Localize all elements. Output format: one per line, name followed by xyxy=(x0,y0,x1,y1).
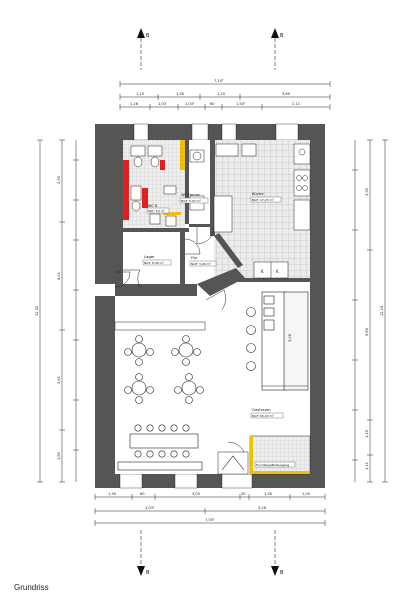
dimension-text: 12,15 xyxy=(380,306,384,316)
dimension-top: 7,10⁵ 1,10 1,30 1,20 3,60 1,26 1,03 1,03… xyxy=(119,79,331,110)
dimension-text: 12,32 xyxy=(35,306,39,316)
section-label: B xyxy=(280,33,284,39)
dimension-text: 3,05 xyxy=(192,492,200,496)
room-name: Gastraum xyxy=(252,407,271,412)
room-label-lager: Lager NGF: 8,38 m² xyxy=(142,254,172,266)
room-area: NGF: 65,43 m² xyxy=(252,414,274,418)
dimension-text: 1,11 xyxy=(365,462,369,470)
room-name: WC D xyxy=(148,204,158,208)
dimension-text: 1,30 xyxy=(176,92,185,96)
dimension-bottom: 1,30 80 3,05 30 1,30 1,05 3,03⁵ 3,26 7,5… xyxy=(94,492,326,526)
dimension-text: 60 xyxy=(210,102,215,106)
dimension-text: 30 xyxy=(241,492,246,496)
dimension-text: 3,26 xyxy=(258,506,267,510)
bar-stools xyxy=(246,307,256,371)
room-name: Küche xyxy=(252,191,264,196)
wall-bench xyxy=(114,321,206,331)
stair-exit xyxy=(217,435,311,475)
svg-text:K: K xyxy=(261,269,264,274)
dimension-text: 80 xyxy=(140,492,145,496)
room-name: Flur xyxy=(191,256,198,260)
room-label-wc-damen: WC D NGF: 3,6 m² xyxy=(146,204,170,214)
dimension-text: 7,50⁵ xyxy=(205,518,215,522)
dimension-left: 12,32 2,90 4,01 3,61 1,80 xyxy=(35,139,79,483)
room-label-flur: Flur NGF: 3,06 m² xyxy=(189,256,217,267)
dimension-text: 1,80 xyxy=(57,451,61,460)
dimension-text: 2,11 xyxy=(292,102,300,106)
room-name: Fluchtweg/Notausgang xyxy=(256,463,289,467)
dimension-text: 1,03 xyxy=(158,102,166,106)
dimension-text: 1,03⁵ xyxy=(185,102,195,106)
dining-tables xyxy=(117,335,204,471)
section-marker-bottom-right: B xyxy=(271,530,284,576)
room-area: NGF: 3,06 m² xyxy=(191,262,212,266)
section-label: B xyxy=(146,570,150,576)
walls xyxy=(95,124,325,488)
kitchen-equipment: K K xyxy=(213,143,311,279)
room-area: NGF: 3,6 m² xyxy=(148,209,165,213)
svg-text:K: K xyxy=(276,269,279,274)
room-label-treppe: Fluchtweg/Notausgang xyxy=(254,461,296,468)
section-marker-top-right: B xyxy=(271,28,284,70)
dimension-right: 12,15 3,90 5,89 1,25 1,11 xyxy=(352,139,388,483)
dimension-text: 1,10 xyxy=(136,92,145,96)
dimension-text: 3,61 xyxy=(57,376,61,384)
dimension-text: 1,25 xyxy=(365,430,369,438)
room-label-kueche: Küche NGF: 17,23 m² xyxy=(250,191,282,203)
dimension-text: 3,06 xyxy=(288,333,292,342)
section-marker-top-left: B xyxy=(137,28,150,70)
dimension-text: 3,60 xyxy=(282,92,291,96)
dimension-text: 1,30 xyxy=(108,492,117,496)
room-label-wc-herren: WC Herren NGF: 5,23 m² xyxy=(179,193,209,204)
room-name: WC Herren xyxy=(181,193,200,197)
interior-walls xyxy=(115,140,310,296)
dimension-text: 2,90 xyxy=(57,175,61,184)
dimension-text: 7,10⁵ xyxy=(214,79,224,83)
bar-counter: 3,06 xyxy=(261,291,309,391)
dimension-text: 1,50⁵ xyxy=(236,102,246,106)
section-label: B xyxy=(146,33,150,39)
windows-top xyxy=(133,123,299,141)
dimension-text: 1,26 xyxy=(130,102,139,106)
dimension-text: 1,30 xyxy=(264,492,273,496)
room-label-gastraum: Gastraum NGF: 65,43 m² xyxy=(250,407,284,419)
room-area: NGF: 17,23 m² xyxy=(252,198,274,202)
room-area: NGF: 5,23 m² xyxy=(181,199,202,203)
red-accent-walls xyxy=(123,160,165,220)
dimension-text: 3,03⁵ xyxy=(145,506,155,510)
dimension-text: 3,90 xyxy=(365,187,369,196)
dimension-text: 5,89 xyxy=(365,327,369,336)
drawing-caption: Grundriss xyxy=(14,583,49,592)
section-label: B xyxy=(280,570,284,576)
section-marker-bottom-left: B xyxy=(137,530,150,576)
room-area: NGF: 8,38 m² xyxy=(144,261,165,265)
openings-bottom xyxy=(119,473,253,489)
dimension-text: 1,05 xyxy=(302,492,310,496)
dimension-text: 4,01 xyxy=(57,272,61,280)
dimension-text: 1,20 xyxy=(217,92,226,96)
room-name: Lager xyxy=(144,254,155,259)
